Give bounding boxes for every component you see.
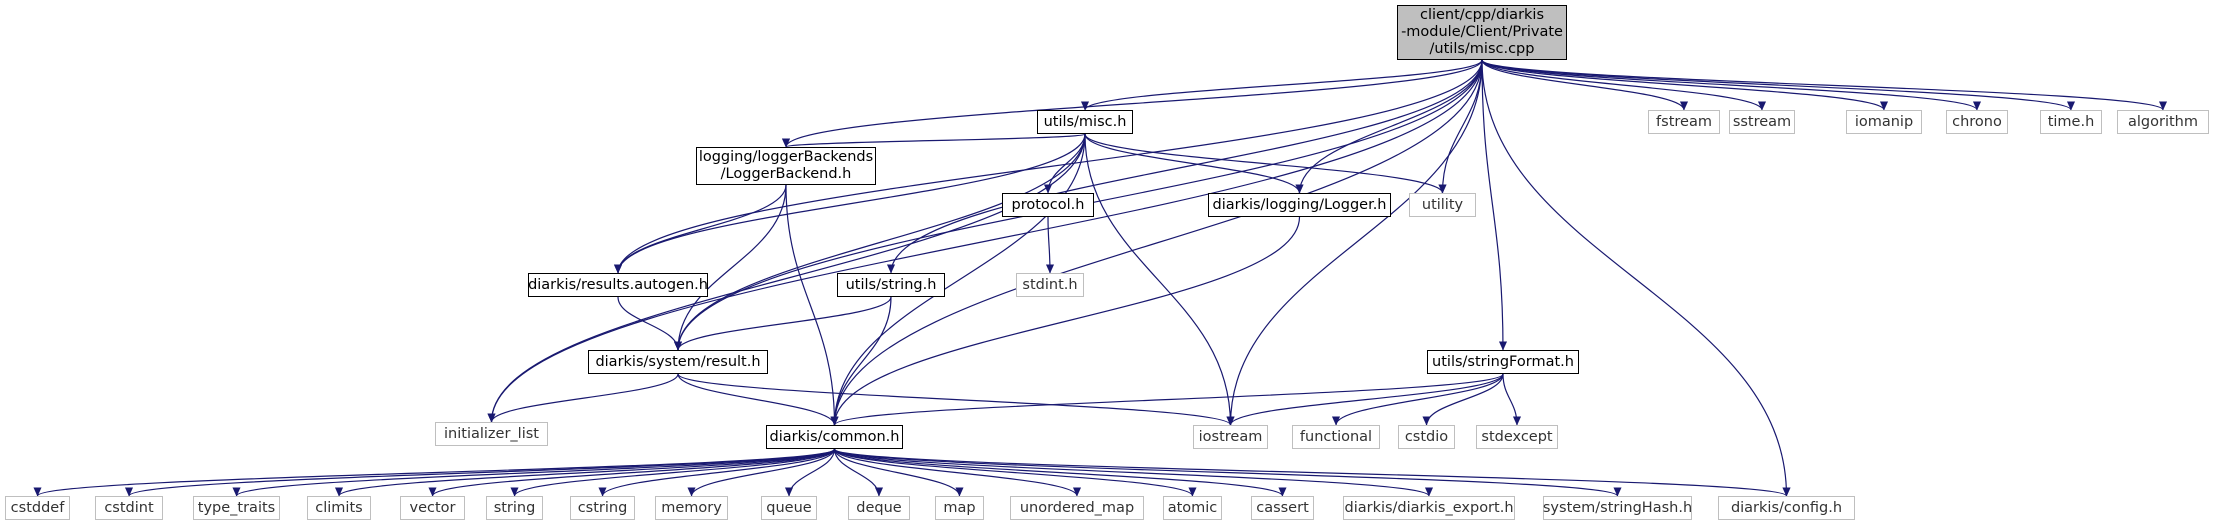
node-string: string xyxy=(486,496,543,520)
node-cstdio: cstdio xyxy=(1398,425,1455,449)
edge-misc-cpp-to-algorithm xyxy=(1481,59,2167,111)
node-fstream: fstream xyxy=(1648,110,1720,134)
node-stdint-h: stdint.h xyxy=(1016,273,1084,297)
edge-misc-cpp-to-logger-backend-h xyxy=(782,59,1483,148)
edge-misc-cpp-to-chrono xyxy=(1481,59,1981,111)
node-config-h: diarkis/config.h xyxy=(1718,496,1855,520)
node-string-hash-h: system/stringHash.h xyxy=(1543,496,1692,520)
node-atomic: atomic xyxy=(1163,496,1222,520)
edge-utils-misc-h-to-result-h xyxy=(673,133,1086,351)
node-time-h: time.h xyxy=(2040,110,2102,134)
edge-logger-backend-h-to-result-h xyxy=(673,184,787,351)
node-utils-misc-h[interactable]: utils/misc.h xyxy=(1037,110,1133,134)
edge-common-h-to-vector xyxy=(428,448,836,497)
edge-utils-misc-h-to-logger-h xyxy=(1084,133,1304,194)
edge-utils-string-h-to-result-h xyxy=(674,296,892,351)
edge-result-h-to-initializer-list xyxy=(487,373,679,423)
node-results-autogen-h[interactable]: diarkis/results.autogen.h xyxy=(528,273,708,297)
node-utility: utility xyxy=(1409,193,1476,217)
node-cstddef: cstddef xyxy=(5,496,70,520)
edge-common-h-to-atomic xyxy=(833,448,1197,497)
edge-string-format-h-to-functional xyxy=(1332,373,1504,426)
node-functional: functional xyxy=(1292,425,1380,449)
edge-misc-cpp-to-fstream xyxy=(1481,59,1688,111)
node-type-traits: type_traits xyxy=(193,496,280,520)
node-map: map xyxy=(935,496,984,520)
edge-common-h-to-memory xyxy=(687,448,836,497)
edge-utils-misc-h-to-logger-backend-h xyxy=(782,133,1086,148)
node-diarkis-export-h: diarkis/diarkis_export.h xyxy=(1343,496,1515,520)
node-chrono: chrono xyxy=(1946,110,2008,134)
edge-result-h-to-common-h xyxy=(677,373,839,426)
edge-common-h-to-string-hash-h xyxy=(833,448,1622,497)
node-unordered-map: unordered_map xyxy=(1010,496,1144,520)
edge-string-format-h-to-common-h xyxy=(830,373,1504,426)
edge-string-format-h-to-stdexcept xyxy=(1502,373,1522,426)
edge-common-h-to-cstring xyxy=(598,448,836,497)
edge-utils-misc-h-to-results-autogen-h xyxy=(614,133,1086,274)
node-protocol-h[interactable]: protocol.h xyxy=(1002,193,1094,217)
node-iomanip: iomanip xyxy=(1846,110,1922,134)
edge-utils-string-h-to-common-h xyxy=(830,296,892,426)
edge-misc-cpp-to-utils-misc-h xyxy=(1081,59,1483,111)
edge-common-h-to-queue xyxy=(784,448,836,497)
edge-misc-cpp-to-config-h xyxy=(1481,59,1791,497)
node-vector: vector xyxy=(400,496,465,520)
node-stdexcept: stdexcept xyxy=(1476,425,1558,449)
edge-misc-cpp-to-iomanip xyxy=(1481,59,1888,111)
node-common-h[interactable]: diarkis/common.h xyxy=(766,425,903,449)
node-logger-h[interactable]: diarkis/logging/Logger.h xyxy=(1208,193,1391,217)
edge-misc-cpp-to-string-format-h xyxy=(1481,59,1508,351)
node-iostream: iostream xyxy=(1193,425,1268,449)
edge-string-format-h-to-cstdio xyxy=(1422,373,1504,426)
node-cstdint: cstdint xyxy=(95,496,163,520)
edge-utils-misc-h-to-iostream xyxy=(1084,133,1235,426)
edge-common-h-to-cassert xyxy=(833,448,1287,497)
edge-utils-misc-h-to-common-h xyxy=(830,133,1086,426)
node-deque: deque xyxy=(848,496,910,520)
edge-common-h-to-climits xyxy=(335,448,836,497)
edge-misc-cpp-to-initializer-list xyxy=(487,59,1483,423)
edge-misc-cpp-to-utils-string-h xyxy=(887,59,1483,274)
edge-utils-misc-h-to-initializer-list xyxy=(487,133,1086,423)
edge-common-h-to-config-h xyxy=(833,448,1791,497)
edge-logger-h-to-common-h xyxy=(830,216,1301,426)
edge-misc-cpp-to-results-autogen-h xyxy=(614,59,1483,274)
node-misc-cpp: client/cpp/diarkis -module/Client/Privat… xyxy=(1397,5,1567,60)
edge-common-h-to-unordered-map xyxy=(833,448,1081,497)
node-climits: climits xyxy=(307,496,371,520)
node-memory: memory xyxy=(655,496,728,520)
edge-string-format-h-to-iostream xyxy=(1226,373,1504,426)
edge-misc-cpp-to-logger-h xyxy=(1295,59,1483,194)
edge-misc-cpp-to-sstream xyxy=(1481,59,1766,111)
node-utils-string-h[interactable]: utils/string.h xyxy=(837,273,945,297)
edge-misc-cpp-to-iostream xyxy=(1226,59,1483,426)
edge-common-h-to-type-traits xyxy=(232,448,836,497)
edge-logger-backend-h-to-common-h xyxy=(785,184,839,426)
edge-common-h-to-string xyxy=(510,448,836,497)
edge-common-h-to-cstdint xyxy=(125,448,836,497)
node-logger-backend-h[interactable]: logging/loggerBackends /LoggerBackend.h xyxy=(696,147,876,185)
node-initializer-list: initializer_list xyxy=(435,422,548,446)
edge-common-h-to-deque xyxy=(833,448,884,497)
edge-misc-cpp-to-time-h xyxy=(1481,59,2075,111)
node-queue: queue xyxy=(761,496,817,520)
edge-common-h-to-map xyxy=(833,448,964,497)
edge-utils-misc-h-to-utility xyxy=(1084,133,1447,194)
node-algorithm: algorithm xyxy=(2117,110,2209,134)
node-cassert: cassert xyxy=(1251,496,1314,520)
edge-result-h-to-iostream xyxy=(677,373,1235,426)
edge-logger-backend-h-to-results-autogen-h xyxy=(613,184,787,274)
node-cstring: cstring xyxy=(570,496,635,520)
edge-common-h-to-diarkis-export-h xyxy=(833,448,1433,497)
node-sstream: sstream xyxy=(1729,110,1795,134)
node-string-format-h[interactable]: utils/stringFormat.h xyxy=(1427,350,1579,374)
edge-protocol-h-to-stdint-h xyxy=(1045,216,1055,274)
node-result-h[interactable]: diarkis/system/result.h xyxy=(588,350,768,374)
edge-misc-cpp-to-common-h xyxy=(830,59,1483,426)
